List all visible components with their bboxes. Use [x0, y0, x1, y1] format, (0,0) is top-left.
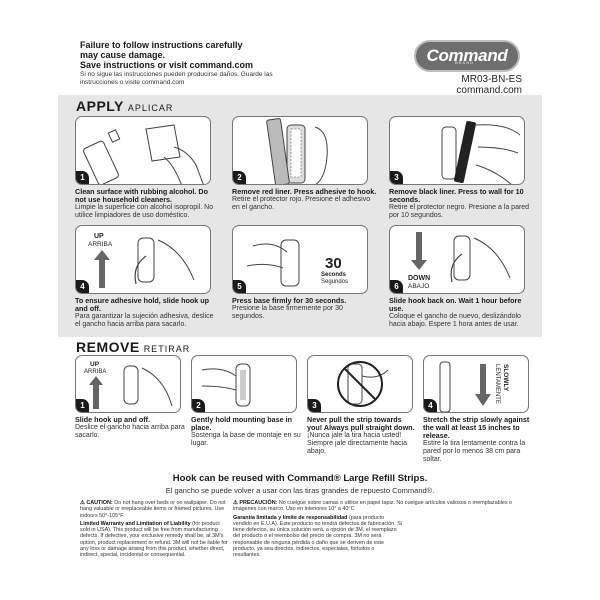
remove-step-1-illustration: UP ARRIBA 1: [75, 355, 181, 413]
apply-step-6-illustration: DOWN ABAJO 6: [389, 225, 525, 294]
arrow-down-icon: [475, 364, 491, 406]
down-label: DOWN: [408, 275, 430, 282]
hold-base-icon: [201, 363, 251, 407]
apply-step-3-illustration: 3: [389, 116, 525, 185]
arrow-down-icon: [411, 232, 427, 270]
apply-step-4-illustration: UP ARRIBA 4: [75, 225, 211, 294]
step-number: 1: [76, 399, 89, 412]
apply-step-3-caption: Remove black liner. Press to wall for 10…: [389, 187, 530, 220]
header: Failure to follow instructions carefully…: [0, 0, 600, 96]
refill-note-es: El gancho se puede volver a usar con las…: [165, 486, 435, 495]
stretch-strip-icon: SLOWLY LENTAMENTE: [439, 361, 509, 412]
alcohol-bottle-icon: [83, 124, 204, 184]
hook-slide-up-icon: UP ARRIBA: [88, 233, 195, 288]
adhesive-strip-icon: [266, 118, 328, 184]
step-number: 4: [76, 280, 89, 293]
step-number: 3: [390, 171, 403, 184]
refill-note: Hook can be reused with Command® Large R…: [172, 473, 428, 484]
remove-step-3-caption: Never pull the strip towards you! Always…: [307, 415, 415, 456]
press-base-icon: 30 Seconds Segundos: [246, 239, 348, 287]
command-logo: Command: [414, 40, 520, 72]
hook-slide-up-icon: UP ARRIBA: [84, 361, 173, 409]
prohibited-icon: [337, 361, 383, 407]
apply-step-5-caption: Press base firmly for 30 seconds. Presio…: [232, 296, 347, 321]
step-number: 6: [390, 280, 403, 293]
apply-step-5-illustration: 30 Seconds Segundos 5: [232, 225, 368, 294]
fine-print-en: ⚠ CAUTION: Do not hang over beds or on w…: [80, 500, 228, 559]
apply-step-2-illustration: 2: [232, 116, 368, 185]
arrow-up-icon: [89, 376, 103, 409]
step-number: 5: [233, 280, 246, 293]
remove-step-2-caption: Gently hold mounting base in place. Sost…: [191, 415, 301, 448]
apply-step-2-caption: Remove red liner. Press adhesive to hook…: [232, 187, 377, 212]
caution-icon: ⚠: [80, 500, 87, 506]
wall-press-icon: [441, 121, 521, 184]
up-label-es: ARRIBA: [88, 241, 113, 248]
step-number: 4: [424, 399, 437, 412]
no-pull-icon: [337, 361, 389, 407]
slowly-label-es: LENTAMENTE: [494, 364, 500, 404]
step-number: 3: [308, 399, 321, 412]
up-label: UP: [90, 361, 100, 368]
sku-block: MR03-BN-ES command.com: [412, 74, 522, 96]
site-url: command.com: [456, 85, 522, 96]
remove-step-2-illustration: 2: [191, 355, 297, 413]
apply-step-1-illustration: 1: [75, 116, 211, 185]
remove-step-4-illustration: SLOWLY LENTAMENTE 4: [423, 355, 529, 413]
remove-step-1-caption: Slide hook up and off. Deslice el gancho…: [75, 415, 185, 440]
slowly-label: SLOWLY: [502, 364, 509, 392]
warning-en: Failure to follow instructions carefully…: [80, 40, 254, 70]
up-label: UP: [94, 233, 104, 240]
step-number: 2: [233, 171, 246, 184]
hook-slide-down-icon: DOWN ABAJO: [408, 232, 511, 290]
seconds-label-es: Segundos: [321, 279, 348, 285]
down-label-es: ABAJO: [408, 283, 429, 290]
remove-step-3-illustration: 3: [307, 355, 413, 413]
arrow-up-icon: [94, 250, 110, 288]
seconds-number: 30: [325, 255, 342, 272]
fine-print-es: ⚠ PRECAUCIÓN: No cuelgue sobre camas o u…: [233, 500, 513, 559]
apply-step-4-caption: To ensure adhesive hold, slide hook up a…: [75, 296, 214, 329]
sku-code: MR03-BN-ES: [461, 74, 522, 85]
caution-icon: ⚠: [233, 500, 240, 506]
apply-step-6-caption: Slide hook back on. Wait 1 hour before u…: [389, 296, 522, 329]
apply-step-1-caption: Clean surface with rubbing alcohol. Do n…: [75, 187, 214, 220]
seconds-label: Seconds: [321, 272, 347, 278]
step-number: 1: [76, 171, 89, 184]
step-number: 2: [192, 399, 205, 412]
warning-es: Si no sigue las instrucciones pueden pro…: [80, 71, 273, 86]
remove-step-4-caption: Stretch the strip slowly against the wal…: [423, 415, 530, 464]
logo-brand-sub: BRAND: [455, 60, 475, 65]
up-label-es: ARRIBA: [84, 369, 106, 375]
